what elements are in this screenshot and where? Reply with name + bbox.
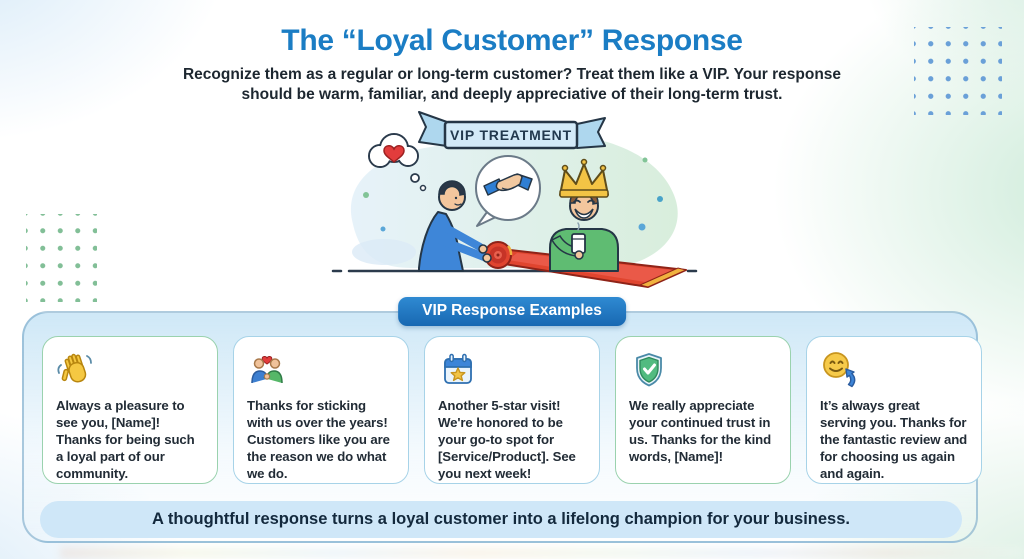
examples-badge: VIP Response Examples (398, 297, 626, 326)
vip-illustration: VIP TREATMENT (322, 100, 702, 292)
vip-illustration-svg: VIP TREATMENT (331, 111, 698, 288)
example-card-text: We really appreciate your continued trus… (629, 398, 772, 464)
example-card-text: Thanks for sticking with us over the yea… (247, 398, 390, 481)
subtitle-line-1: Recognize them as a regular or long-term… (182, 66, 842, 83)
staff-character (418, 180, 492, 272)
bottom-blur-strip (60, 547, 1024, 559)
example-card-text: Always a pleasure to see you, [Name]! Th… (56, 398, 195, 481)
dot-grid-top-right (914, 27, 1002, 115)
smiley-reply-icon (820, 350, 968, 390)
example-card-text: It’s always great serving you. Thanks fo… (820, 398, 968, 481)
scene-accent-dots (363, 157, 663, 232)
shield-check-icon (629, 350, 777, 390)
background-blob-accent (352, 239, 416, 265)
example-card-1: Always a pleasure to see you, [Name]! Th… (42, 336, 218, 484)
example-card-3: Another 5-star visit! We're honored to b… (424, 336, 600, 484)
example-cards-row: Always a pleasure to see you, [Name]! Th… (42, 336, 982, 484)
page-title: The “Loyal Customer” Response (281, 24, 743, 57)
example-card-4: We really appreciate your continued trus… (615, 336, 791, 484)
crown-icon (559, 158, 609, 198)
subtitle-line-2: should be warm, familiar, and deeply app… (241, 86, 783, 103)
calendar-star-icon (438, 350, 586, 390)
handshake-heart-icon (247, 350, 395, 390)
dot-grid-left (26, 214, 97, 302)
loyal-customer-character (549, 158, 619, 272)
vip-banner: VIP TREATMENT (418, 111, 606, 150)
waving-hand-icon (56, 350, 204, 390)
example-card-2: Thanks for sticking with us over the yea… (233, 336, 409, 484)
example-card-5: It’s always great serving you. Thanks fo… (806, 336, 982, 484)
takeaway-banner: A thoughtful response turns a loyal cust… (40, 501, 962, 538)
takeaway-text: A thoughtful response turns a loyal cust… (152, 510, 850, 528)
page-subtitle: Recognize them as a regular or long-term… (0, 65, 1024, 105)
example-card-text: Another 5-star visit! We're honored to b… (438, 398, 576, 481)
vip-banner-label: VIP TREATMENT (450, 127, 572, 143)
handshake-speech-bubble-icon (475, 155, 541, 227)
heart-thought-bubble-icon (368, 133, 427, 192)
